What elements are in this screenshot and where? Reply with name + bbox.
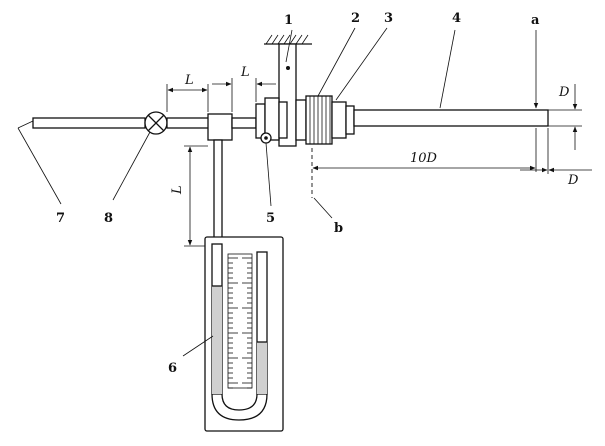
dimension-10d (312, 128, 537, 172)
part-label-1: 1 (284, 13, 293, 28)
pipe-segment (166, 117, 210, 129)
dimension-l-left (166, 84, 209, 112)
dimension-l-vertical (184, 145, 212, 247)
specimen-holder (295, 95, 355, 145)
reference-label-b: b (334, 221, 343, 236)
tee-fitting (207, 113, 257, 141)
dimension-d-bottom (520, 128, 592, 174)
manometer-tube (213, 139, 223, 247)
dimension-label-l-vertical: L (170, 185, 185, 195)
dimension-label-l-right: L (240, 65, 250, 80)
part-label-7: 7 (56, 211, 65, 226)
leader-b (313, 197, 333, 219)
dimension-label-10d: 10D (410, 151, 438, 166)
test-pipe (353, 109, 549, 127)
dimension-label-l-left: L (184, 73, 194, 88)
part-label-8: 8 (104, 211, 113, 226)
dimension-label-d-bottom: D (567, 173, 579, 188)
reference-label-a: a (531, 13, 540, 28)
part-label-5: 5 (266, 211, 275, 226)
supply-pipe (32, 117, 146, 129)
part-label-4: 4 (452, 11, 461, 26)
dimension-d-top (548, 84, 582, 150)
leader-lines (17, 27, 456, 357)
part-label-2: 2 (351, 11, 360, 26)
dimension-label-d-top: D (558, 85, 570, 100)
dimension-l-right (212, 78, 276, 112)
valve (144, 111, 168, 135)
part-label-6: 6 (168, 361, 177, 376)
union-coupling (255, 97, 288, 144)
u-tube-manometer (204, 236, 284, 432)
part-label-3: 3 (384, 11, 393, 26)
